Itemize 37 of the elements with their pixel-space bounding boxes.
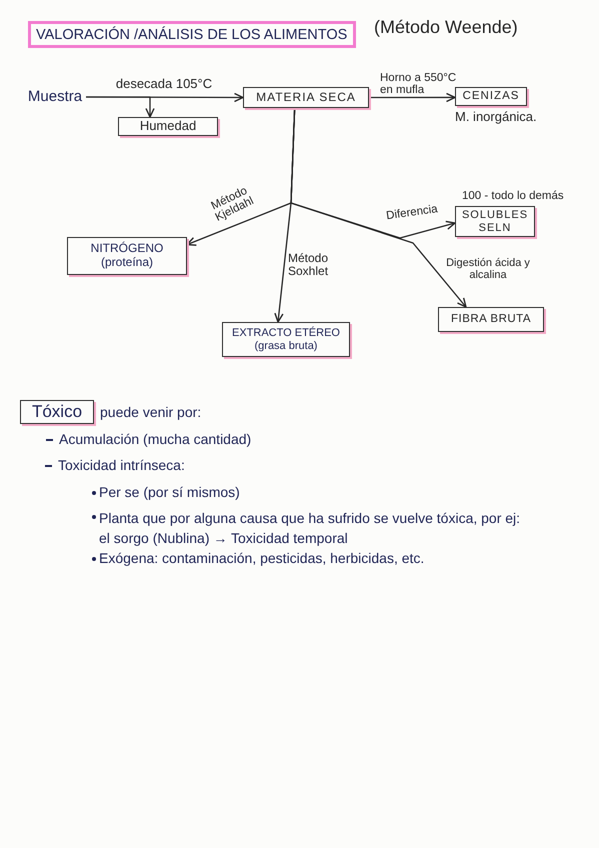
- process-box: [455, 87, 527, 106]
- process-box: [67, 237, 187, 275]
- box-label: FIBRA BRUTA: [450, 312, 532, 326]
- side-note: puede venir por:: [100, 404, 202, 420]
- list-item: Per se (por sí mismos): [99, 484, 240, 501]
- process-box: [455, 206, 535, 237]
- box-label: Humedad: [140, 119, 196, 134]
- box-label: Tóxico: [32, 402, 82, 422]
- box-label: (proteína): [100, 256, 154, 270]
- box-label: EXTRACTO ETÉREO: [232, 326, 340, 340]
- arrow: [290, 108, 467, 308]
- list-item: Acumulación (mucha cantidad): [59, 431, 252, 448]
- node-label: Muestra: [24, 88, 86, 106]
- list-item: Exógena: contaminación, pesticidas, herbicidas, etc.: [99, 550, 424, 567]
- box-label: SOLUBLES SELN: [460, 209, 530, 234]
- edge-label: Horno a 550°C en mufla: [380, 72, 458, 96]
- process-box: [222, 322, 350, 357]
- edge-label: Método Soxhlet: [288, 252, 330, 278]
- list-item: Toxicidad intrínseca:: [58, 457, 185, 474]
- process-box: [118, 117, 218, 136]
- arrow: [369, 92, 456, 102]
- side-note: 100 - todo lo demás: [462, 190, 564, 202]
- arrow: [86, 96, 155, 118]
- title: VALORACIÓN /ANÁLISIS DE LOS ALIMENTOS: [28, 21, 356, 48]
- edge-label: desecada 105°C: [114, 77, 214, 91]
- box-label: (grasa bruta): [254, 340, 318, 352]
- process-box: [20, 400, 94, 424]
- list-item: Planta que por alguna causa que ha sufrido se vuelve tóxica, por ej: el sorgo (Nublina) → Toxicidad temporal: [99, 509, 521, 548]
- box-label: CENIZAS: [462, 90, 520, 104]
- process-box: [438, 307, 544, 332]
- box-label: NITRÓGENO: [90, 242, 164, 256]
- edge-label: Digestión ácida y alcalina: [445, 258, 531, 282]
- subtitle: (Método Weende): [374, 19, 518, 36]
- edge-label: Diferencia: [385, 202, 440, 222]
- box-label: MATERIA SECA: [256, 90, 356, 104]
- side-note: M. inorgánica.: [455, 109, 537, 124]
- process-box: [243, 87, 369, 108]
